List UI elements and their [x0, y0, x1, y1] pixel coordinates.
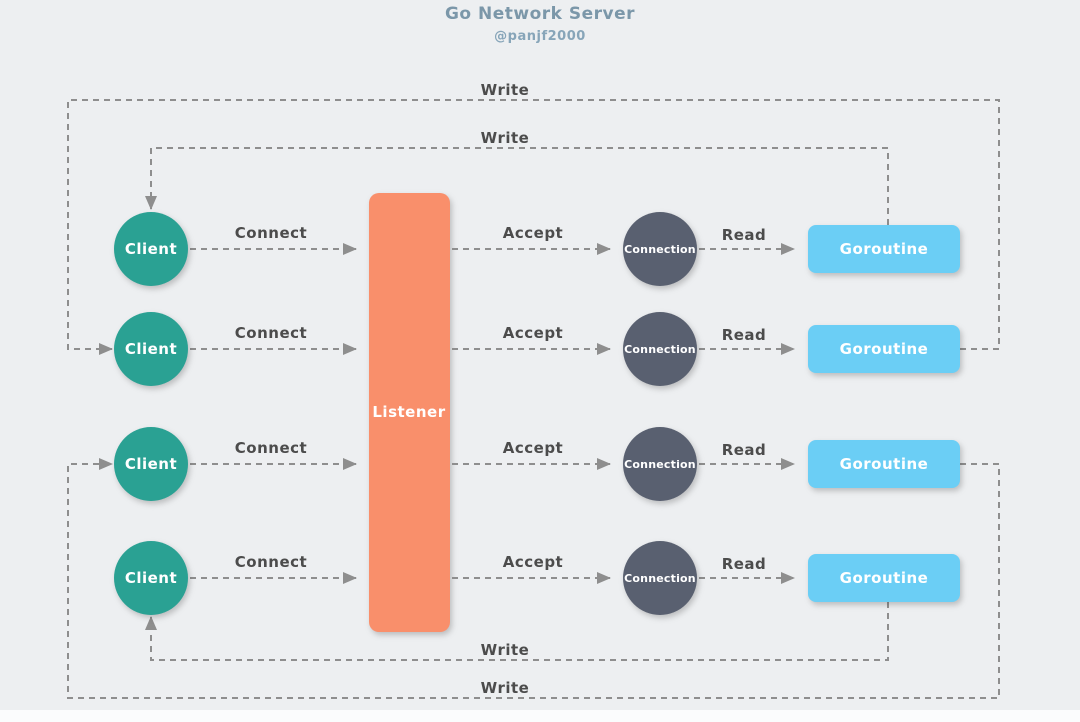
- connect-label: Connect: [235, 553, 307, 571]
- connection-label: Connection: [624, 572, 696, 585]
- footer-strip: [0, 710, 1080, 722]
- goroutine-node: [808, 225, 960, 273]
- write-label-bottom-inner: Write: [481, 641, 530, 659]
- write-loops: Write Write Write Write: [67, 81, 1000, 699]
- write-label-top-outer: Write: [481, 81, 530, 99]
- read-label: Read: [722, 226, 767, 244]
- accept-label: Accept: [503, 553, 563, 571]
- goroutine-label: Goroutine: [840, 340, 929, 358]
- write-loop-top-outer: [67, 99, 1000, 355]
- goroutine-node: [808, 325, 960, 373]
- connection-node: [623, 312, 697, 386]
- connect-label: Connect: [235, 439, 307, 457]
- connection-node: [623, 541, 697, 615]
- flow-row-1: Connect Accept Read Client Connection Go…: [114, 212, 960, 286]
- client-label: Client: [125, 240, 177, 258]
- client-node: [114, 312, 188, 386]
- accept-label: Accept: [503, 224, 563, 242]
- read-label: Read: [722, 326, 767, 344]
- accept-label: Accept: [503, 324, 563, 342]
- client-label: Client: [125, 340, 177, 358]
- flow-row-2: Connect Accept Read Client Connection Go…: [114, 312, 960, 386]
- connection-label: Connection: [624, 343, 696, 356]
- connection-label: Connection: [624, 458, 696, 471]
- write-loop-top-inner: [145, 147, 889, 225]
- connect-label: Connect: [235, 324, 307, 342]
- goroutine-node: [808, 554, 960, 602]
- diagram-title: Go Network Server: [445, 4, 635, 24]
- listener-box: [369, 193, 450, 632]
- flow-row-4: Connect Accept Read Client Connection Go…: [114, 541, 960, 615]
- connection-node: [623, 427, 697, 501]
- connection-label: Connection: [624, 243, 696, 256]
- write-label-bottom-outer: Write: [481, 679, 530, 697]
- client-node: [114, 212, 188, 286]
- diagram-author: @panjf2000: [494, 29, 586, 44]
- write-label-top-inner: Write: [481, 129, 530, 147]
- flow-row-3: Connect Accept Read Client Connection Go…: [114, 427, 960, 501]
- read-label: Read: [722, 441, 767, 459]
- accept-label: Accept: [503, 439, 563, 457]
- goroutine-label: Goroutine: [840, 569, 929, 587]
- listener-node: Listener: [369, 193, 450, 632]
- connection-node: [623, 212, 697, 286]
- client-label: Client: [125, 569, 177, 587]
- read-label: Read: [722, 555, 767, 573]
- goroutine-label: Goroutine: [840, 240, 929, 258]
- client-node: [114, 427, 188, 501]
- goroutine-label: Goroutine: [840, 455, 929, 473]
- client-label: Client: [125, 455, 177, 473]
- goroutine-node: [808, 440, 960, 488]
- connect-label: Connect: [235, 224, 307, 242]
- write-loop-bottom-outer: [67, 458, 1000, 699]
- client-node: [114, 541, 188, 615]
- write-loop-bottom-inner: [145, 602, 889, 661]
- listener-label: Listener: [372, 403, 445, 421]
